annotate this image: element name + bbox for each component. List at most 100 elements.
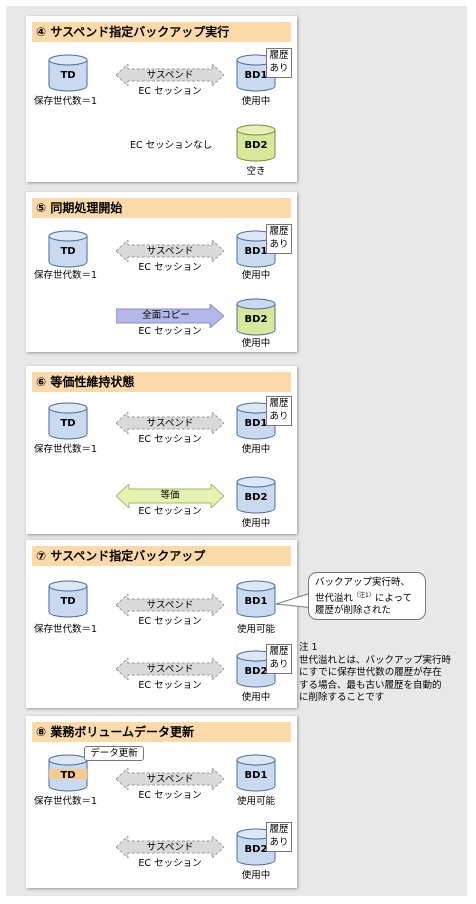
bd1-status: 使用中	[241, 444, 271, 455]
history-label-line1: 履歴	[269, 50, 289, 61]
bd2-label: BD2	[244, 140, 268, 151]
history-label-line1: 履歴	[269, 398, 289, 409]
ec-session-label: EC セッション	[138, 790, 202, 801]
panel-step5: ⑤ 同期処理開始 TD 保存世代数＝1 サスペンド EC セッション BD1 履…	[26, 192, 297, 352]
bd1-status: 使用中	[241, 96, 271, 107]
suspend-arrow	[116, 240, 224, 262]
bd2-status: 使用中	[241, 518, 271, 529]
ec-session-label: EC セッション	[138, 616, 202, 627]
suspend-label: サスペンド	[146, 70, 194, 81]
ec-session-label-2: EC セッション	[138, 858, 202, 869]
bd2-label: BD2	[244, 314, 268, 325]
bd1-status: 使用中	[241, 270, 271, 281]
generation-count: 保存世代数＝1	[34, 444, 98, 455]
suspend-label: サスペンド	[146, 600, 194, 611]
footnote-line3: する場合、最も古い履歴を自動的	[299, 679, 442, 691]
generation-count: 保存世代数＝1	[34, 796, 98, 807]
panel-title: ⑥ 等価性維持状態	[32, 372, 291, 392]
ec-session-label-2: EC セッション	[138, 326, 202, 337]
bd1-label: BD1	[244, 246, 268, 257]
bd1-label: BD1	[244, 418, 268, 429]
suspend-arrow	[116, 64, 224, 86]
full-copy-arrow	[116, 304, 224, 328]
bd2-status: 空き	[246, 166, 266, 177]
history-label-line1: 履歴	[269, 646, 289, 657]
generation-count: 保存世代数＝1	[34, 624, 98, 635]
bd2-label: BD2	[244, 844, 268, 855]
history-note: 履歴 あり	[266, 644, 292, 674]
panel-step4: ④ サスペンド指定バックアップ実行 TD 保存世代数＝1 サスペンド EC セッ…	[26, 16, 297, 182]
bd2-volume: BD2	[236, 298, 276, 336]
equal-label: 等価	[160, 490, 180, 501]
callout-superscript: （注1）	[353, 591, 375, 599]
bd1-label: BD1	[244, 596, 268, 607]
td-volume: TD	[48, 754, 88, 792]
td-label: TD	[60, 70, 76, 81]
suspend-arrow	[116, 412, 224, 434]
footnote: 注 1 世代溢れとは、バックアップ実行時 にすでに保存世代数の履歴が存在 する場…	[299, 642, 463, 705]
ec-session-label: EC セッション	[138, 86, 202, 97]
bd1-label: BD1	[244, 770, 268, 781]
history-label-line2: あり	[269, 239, 289, 250]
td-label: TD	[60, 770, 76, 781]
callout-line1: バックアップ実行時、	[315, 577, 411, 588]
bd2-label: BD2	[244, 492, 268, 503]
td-volume: TD	[48, 580, 88, 618]
history-note: 履歴 あり	[266, 396, 292, 426]
bd1-status: 使用可能	[236, 796, 275, 807]
td-label: TD	[60, 246, 76, 257]
bd2-label: BD2	[244, 666, 268, 677]
suspend-label: サスペンド	[146, 774, 194, 785]
suspend-arrow	[116, 594, 224, 616]
ec-session-label: EC セッション	[138, 262, 202, 273]
panel-step7: ⑦ サスペンド指定バックアップ TD 保存世代数＝1 サスペンド EC セッショ…	[26, 540, 297, 708]
bd2-status: 使用中	[241, 338, 271, 349]
bd2-volume: BD2	[236, 650, 276, 688]
ec-session-label-2: EC セッション	[138, 506, 202, 517]
callout-line3: 履歴が削除された	[315, 605, 392, 617]
panel-title: ⑤ 同期処理開始	[32, 198, 291, 218]
history-label-line2: あり	[269, 411, 289, 422]
ec-session-label-2: EC セッション	[138, 680, 202, 691]
full-copy-label: 全面コピー	[142, 310, 190, 321]
bd1-volume: BD1	[236, 54, 276, 92]
footnote-title: 注 1	[299, 642, 318, 653]
history-label-line1: 履歴	[269, 226, 289, 237]
panel-step8: ⑧ 業務ボリュームデータ更新 TD データ更新 保存世代数＝1 サスペンド EC…	[26, 716, 297, 888]
data-update-tag: データ更新	[84, 746, 144, 761]
bd2-volume: BD2	[236, 124, 276, 162]
suspend-arrow-2	[116, 836, 224, 858]
bd2-status: 使用中	[241, 870, 271, 881]
suspend-label: サスペンド	[146, 418, 194, 429]
suspend-label-2: サスペンド	[146, 842, 194, 853]
bd2-volume: BD2	[236, 828, 276, 866]
history-note: 履歴 あり	[266, 224, 292, 254]
bd1-volume: BD1	[236, 754, 276, 792]
history-label-line2: あり	[269, 63, 289, 74]
no-ec-session-label: EC セッションなし	[130, 140, 213, 151]
bd1-volume: BD1	[236, 580, 276, 618]
history-label-line1: 履歴	[269, 824, 289, 835]
td-volume: TD	[48, 402, 88, 440]
history-label-line2: あり	[269, 837, 289, 848]
bd1-label: BD1	[244, 70, 268, 81]
generation-count: 保存世代数＝1	[34, 270, 98, 281]
callout-line2: 世代溢れ（注1）によって	[315, 590, 419, 606]
suspend-label: サスペンド	[146, 246, 194, 257]
footnote-line1: 世代溢れとは、バックアップ実行時	[299, 654, 452, 666]
panel-title: ⑦ サスペンド指定バックアップ	[32, 546, 291, 566]
footnote-line2: にすでに保存世代数の履歴が存在	[299, 667, 442, 678]
diagram-background: ④ サスペンド指定バックアップ実行 TD 保存世代数＝1 サスペンド EC セッ…	[6, 6, 467, 896]
callout-line2b: によって	[374, 592, 413, 604]
history-note: 履歴 あり	[266, 822, 292, 852]
generation-count: 保存世代数＝1	[34, 96, 98, 107]
suspend-label-2: サスペンド	[146, 664, 194, 675]
history-note: 履歴 あり	[266, 48, 292, 78]
bd1-volume: BD1	[236, 230, 276, 268]
panel-title: ⑧ 業務ボリュームデータ更新	[32, 722, 291, 742]
bd2-volume: BD2	[236, 476, 276, 514]
panel-step6: ⑥ 等価性維持状態 TD 保存世代数＝1 サスペンド EC セッション BD1 …	[26, 366, 297, 534]
td-volume: TD	[48, 54, 88, 92]
suspend-arrow-2	[116, 658, 224, 680]
data-update-label: データ更新	[90, 748, 138, 759]
